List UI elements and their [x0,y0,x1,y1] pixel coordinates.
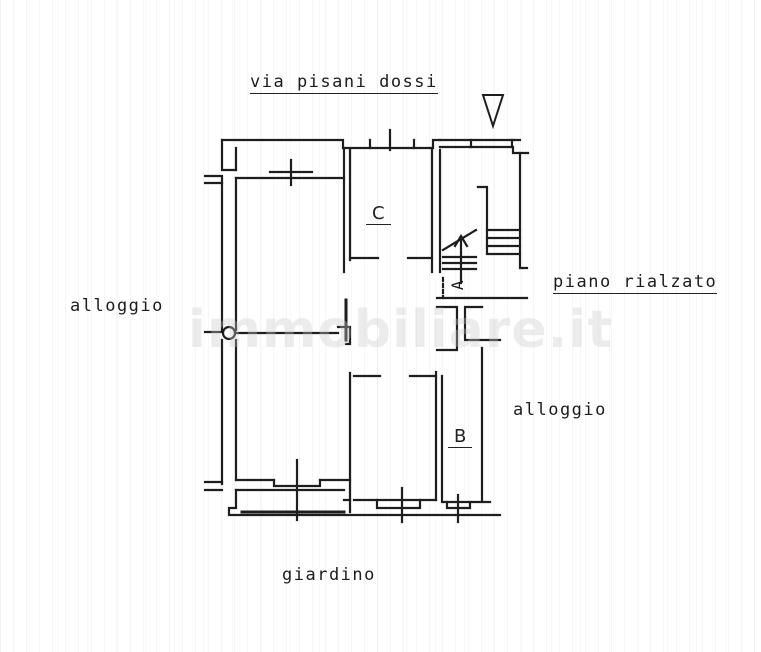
room-c-label: C [366,205,391,225]
stair-arrow-label: A [448,278,468,291]
floor-label: piano rialzato [553,272,718,294]
left-neighbor-label: alloggio [70,296,164,316]
garden-label: giardino [282,565,376,585]
room-b-label: B [448,428,473,448]
street-label: via pisani dossi [250,72,438,94]
right-neighbor-label: alloggio [513,400,607,420]
north-marker-icon [481,94,505,130]
